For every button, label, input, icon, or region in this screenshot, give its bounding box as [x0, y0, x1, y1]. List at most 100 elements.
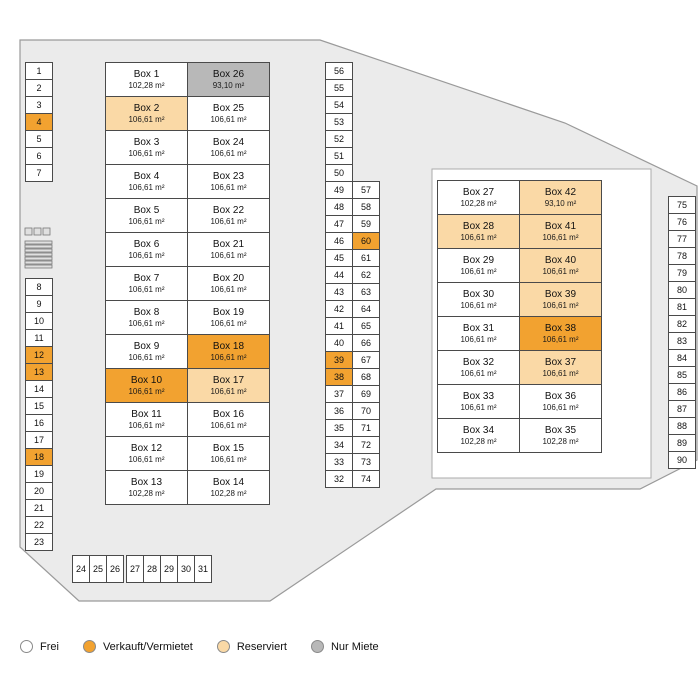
box[interactable]: Box 22 106,61 m²: [187, 198, 270, 233]
box[interactable]: Box 30 106,61 m²: [437, 282, 520, 317]
box[interactable]: Box 7 106,61 m²: [105, 266, 188, 301]
unit-cell[interactable]: 17: [25, 431, 53, 449]
unit-cell[interactable]: 77: [668, 230, 696, 248]
unit-cell[interactable]: 15: [25, 397, 53, 415]
unit-cell[interactable]: 90: [668, 451, 696, 469]
unit-cell[interactable]: 59: [352, 215, 380, 233]
unit-cell[interactable]: 51: [325, 147, 353, 165]
unit-cell[interactable]: 58: [352, 198, 380, 216]
unit-cell[interactable]: 65: [352, 317, 380, 335]
box[interactable]: Box 28 106,61 m²: [437, 214, 520, 249]
unit-cell[interactable]: 47: [325, 215, 353, 233]
box[interactable]: Box 29 106,61 m²: [437, 248, 520, 283]
box[interactable]: Box 4 106,61 m²: [105, 164, 188, 199]
unit-cell[interactable]: 62: [352, 266, 380, 284]
unit-cell[interactable]: 78: [668, 247, 696, 265]
box[interactable]: Box 27 102,28 m²: [437, 180, 520, 215]
unit-cell[interactable]: 35: [325, 419, 353, 437]
box[interactable]: Box 41 106,61 m²: [519, 214, 602, 249]
box[interactable]: Box 15 106,61 m²: [187, 436, 270, 471]
unit-cell[interactable]: 13: [25, 363, 53, 381]
box[interactable]: Box 34 102,28 m²: [437, 418, 520, 453]
box[interactable]: Box 33 106,61 m²: [437, 384, 520, 419]
box[interactable]: Box 12 106,61 m²: [105, 436, 188, 471]
unit-cell[interactable]: 48: [325, 198, 353, 216]
unit-cell[interactable]: 85: [668, 366, 696, 384]
unit-cell[interactable]: 42: [325, 300, 353, 318]
unit-cell[interactable]: 24: [72, 555, 90, 583]
unit-cell[interactable]: 88: [668, 417, 696, 435]
box[interactable]: Box 21 106,61 m²: [187, 232, 270, 267]
unit-cell[interactable]: 73: [352, 453, 380, 471]
box[interactable]: Box 32 106,61 m²: [437, 350, 520, 385]
unit-cell[interactable]: 69: [352, 385, 380, 403]
unit-cell[interactable]: 66: [352, 334, 380, 352]
unit-cell[interactable]: 36: [325, 402, 353, 420]
unit-cell[interactable]: 38: [325, 368, 353, 386]
unit-cell[interactable]: 64: [352, 300, 380, 318]
unit-cell[interactable]: 70: [352, 402, 380, 420]
unit-cell[interactable]: 60: [352, 232, 380, 250]
box[interactable]: Box 6 106,61 m²: [105, 232, 188, 267]
box[interactable]: Box 40 106,61 m²: [519, 248, 602, 283]
unit-cell[interactable]: 14: [25, 380, 53, 398]
unit-cell[interactable]: 9: [25, 295, 53, 313]
box[interactable]: Box 13 102,28 m²: [105, 470, 188, 505]
unit-cell[interactable]: 7: [25, 164, 53, 182]
unit-cell[interactable]: 5: [25, 130, 53, 148]
unit-cell[interactable]: 27: [126, 555, 144, 583]
box[interactable]: Box 2 106,61 m²: [105, 96, 188, 131]
unit-cell[interactable]: 45: [325, 249, 353, 267]
box[interactable]: Box 31 106,61 m²: [437, 316, 520, 351]
unit-cell[interactable]: 49: [325, 181, 353, 199]
unit-cell[interactable]: 44: [325, 266, 353, 284]
unit-cell[interactable]: 81: [668, 298, 696, 316]
unit-cell[interactable]: 30: [177, 555, 195, 583]
box[interactable]: Box 35 102,28 m²: [519, 418, 602, 453]
unit-cell[interactable]: 83: [668, 332, 696, 350]
unit-cell[interactable]: 19: [25, 465, 53, 483]
unit-cell[interactable]: 8: [25, 278, 53, 296]
unit-cell[interactable]: 79: [668, 264, 696, 282]
box[interactable]: Box 24 106,61 m²: [187, 130, 270, 165]
box[interactable]: Box 19 106,61 m²: [187, 300, 270, 335]
unit-cell[interactable]: 21: [25, 499, 53, 517]
box[interactable]: Box 26 93,10 m²: [187, 62, 270, 97]
unit-cell[interactable]: 26: [106, 555, 124, 583]
unit-cell[interactable]: 54: [325, 96, 353, 114]
unit-cell[interactable]: 76: [668, 213, 696, 231]
unit-cell[interactable]: 1: [25, 62, 53, 80]
unit-cell[interactable]: 71: [352, 419, 380, 437]
unit-cell[interactable]: 40: [325, 334, 353, 352]
unit-cell[interactable]: 39: [325, 351, 353, 369]
unit-cell[interactable]: 80: [668, 281, 696, 299]
box[interactable]: Box 38 106,61 m²: [519, 316, 602, 351]
unit-cell[interactable]: 4: [25, 113, 53, 131]
unit-cell[interactable]: 10: [25, 312, 53, 330]
unit-cell[interactable]: 32: [325, 470, 353, 488]
box[interactable]: Box 39 106,61 m²: [519, 282, 602, 317]
unit-cell[interactable]: 67: [352, 351, 380, 369]
unit-cell[interactable]: 29: [160, 555, 178, 583]
box[interactable]: Box 5 106,61 m²: [105, 198, 188, 233]
box[interactable]: Box 36 106,61 m²: [519, 384, 602, 419]
unit-cell[interactable]: 43: [325, 283, 353, 301]
box[interactable]: Box 20 106,61 m²: [187, 266, 270, 301]
unit-cell[interactable]: 33: [325, 453, 353, 471]
unit-cell[interactable]: 6: [25, 147, 53, 165]
unit-cell[interactable]: 25: [89, 555, 107, 583]
unit-cell[interactable]: 23: [25, 533, 53, 551]
box[interactable]: Box 1 102,28 m²: [105, 62, 188, 97]
box[interactable]: Box 37 106,61 m²: [519, 350, 602, 385]
unit-cell[interactable]: 72: [352, 436, 380, 454]
unit-cell[interactable]: 37: [325, 385, 353, 403]
box[interactable]: Box 11 106,61 m²: [105, 402, 188, 437]
unit-cell[interactable]: 63: [352, 283, 380, 301]
unit-cell[interactable]: 46: [325, 232, 353, 250]
box[interactable]: Box 16 106,61 m²: [187, 402, 270, 437]
box[interactable]: Box 25 106,61 m²: [187, 96, 270, 131]
unit-cell[interactable]: 61: [352, 249, 380, 267]
unit-cell[interactable]: 11: [25, 329, 53, 347]
box[interactable]: Box 23 106,61 m²: [187, 164, 270, 199]
box[interactable]: Box 14 102,28 m²: [187, 470, 270, 505]
